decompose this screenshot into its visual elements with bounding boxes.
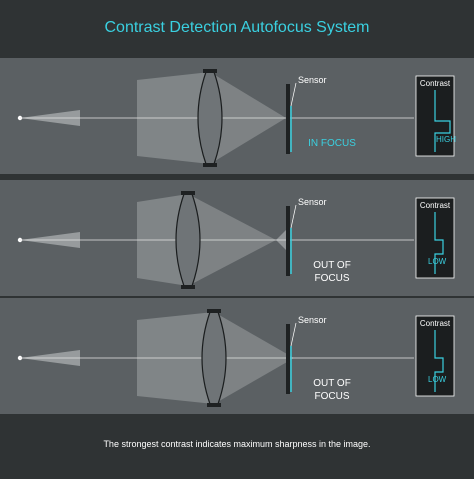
focus-status-line: OUT OF xyxy=(313,260,351,271)
lens-cap-bottom xyxy=(203,163,217,167)
sensor-plate xyxy=(286,84,290,154)
lens-cap-top xyxy=(207,309,221,313)
focus-status-line: FOCUS xyxy=(315,391,350,402)
sensor-label: Sensor xyxy=(298,197,327,207)
lens xyxy=(197,71,223,165)
lens xyxy=(201,311,227,405)
lens xyxy=(175,193,201,287)
lens-cap-top xyxy=(181,191,195,195)
sensor-label-leader xyxy=(290,204,297,229)
contrast-level-label: HIGH xyxy=(436,135,456,144)
contrast-curve xyxy=(434,90,451,152)
lens-cap-bottom xyxy=(181,285,195,289)
diagram-title: Contrast Detection Autofocus System xyxy=(104,19,369,36)
contrast-meter-title: Contrast xyxy=(420,201,451,210)
focus-status-line: IN FOCUS xyxy=(308,138,356,149)
contrast-meter-title: Contrast xyxy=(420,79,451,88)
contrast-curve xyxy=(434,330,444,392)
lens-cap-bottom xyxy=(207,403,221,407)
contrast-level-label: LOW xyxy=(428,257,447,266)
focus-status-line: FOCUS xyxy=(315,273,350,284)
diagram-caption: The strongest contrast indicates maximum… xyxy=(103,439,370,449)
focus-status-line: OUT OF xyxy=(313,378,351,389)
contrast-curve xyxy=(434,212,444,274)
sensor-label-leader xyxy=(290,82,297,107)
contrast-level-label: LOW xyxy=(428,375,447,384)
sensor-label-leader xyxy=(290,322,297,347)
sensor-label: Sensor xyxy=(298,315,327,325)
sensor-plate xyxy=(286,324,290,394)
sensor-label: Sensor xyxy=(298,75,327,85)
lens-cap-top xyxy=(203,69,217,73)
contrast-meter-title: Contrast xyxy=(420,319,451,328)
sensor-plate xyxy=(286,206,290,276)
